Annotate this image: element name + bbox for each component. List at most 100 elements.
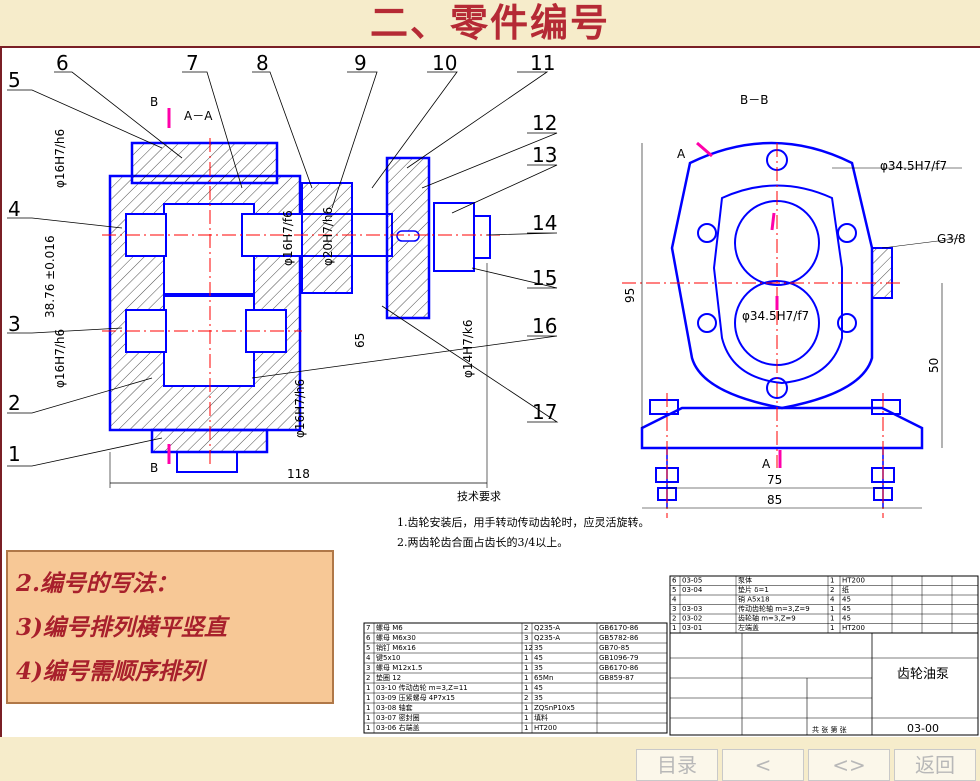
bom-left-cell: 1 [524, 664, 528, 672]
bom-left-cell: 3 [524, 634, 528, 642]
label-aa: A－A [184, 109, 213, 123]
title-block-name: 齿轮油泵 [897, 667, 949, 682]
balloon-9: 9 [354, 51, 367, 75]
bom-right-cell: HT200 [842, 577, 865, 585]
bom-right-cell: 销 A5x18 [738, 595, 770, 604]
dim-phi16-f6: φ16H7/f6 [281, 210, 295, 266]
bom-left-cell: 1 [524, 704, 528, 712]
label-a-bottom: A [762, 457, 771, 471]
dim-phi16-b: φ16H7/h6 [53, 329, 67, 388]
balloon-6: 6 [56, 51, 69, 75]
dim-38-76: 38.76 ±0.016 [43, 235, 57, 318]
bom-left-cell: 1 [524, 714, 528, 722]
bom-left-cell: 3 [366, 664, 370, 672]
bom-left-cell: 1 [366, 714, 370, 722]
bom-left-cell: 垫圈 12 [376, 673, 401, 682]
bom-left-cell: GB859-87 [599, 674, 634, 682]
title-block: 齿轮油泵 03-00 共 张 第 张 [669, 632, 979, 736]
balloon-15: 15 [532, 266, 557, 290]
note-line-2: 3)编号排列横平竖直 [16, 614, 227, 641]
dim-50: 50 [927, 358, 941, 373]
balloon-10: 10 [432, 51, 457, 75]
bom-right-cell: 1 [830, 605, 834, 613]
bom-left-cell: 2 [366, 674, 370, 682]
balloon-3: 3 [8, 312, 21, 336]
bom-left-cell: 35 [534, 644, 543, 652]
balloon-16: 16 [532, 314, 557, 338]
bom-left-cell: 35 [534, 694, 543, 702]
balloon-numbers: 1 2 3 4 5 6 7 8 9 10 11 12 13 14 15 16 1… [8, 51, 557, 466]
bom-left-cell: 4 [366, 654, 371, 662]
bom-left-cell: 填料 [534, 713, 548, 722]
balloon-11: 11 [530, 51, 555, 75]
assembly-drawing: 1 2 3 4 5 6 7 8 9 10 11 12 13 14 15 16 1… [7, 51, 979, 736]
bom-left-cell: 螺母 M6x30 [376, 633, 416, 642]
bom-left-cell: GB6170-86 [599, 624, 639, 632]
bom-left-cell: 45 [534, 684, 543, 692]
bom-left-cell: 65Mn [534, 674, 553, 682]
drawing-sheet: 1 2 3 4 5 6 7 8 9 10 11 12 13 14 15 16 1… [0, 46, 980, 781]
section-view-bb [622, 141, 963, 518]
bom-left-cell: 1 [524, 674, 528, 682]
bom-right-cell: 03-04 [682, 586, 703, 594]
bom-left-cell: 03-09 压紧螺母 4P7x15 [376, 693, 455, 702]
bom-left-cell: 45 [534, 654, 543, 662]
bom-right-cell: 纸 [842, 585, 849, 594]
balloon-4: 4 [8, 197, 21, 221]
dim-phi16-a: φ16H7/h6 [53, 129, 67, 188]
tech-req-title: 技术要求 [457, 490, 501, 503]
bom-right-cell: 1 [830, 624, 834, 632]
dim-phi34-mid: φ34.5H7/f7 [742, 309, 809, 323]
bom-right-cell: 3 [672, 605, 676, 613]
balloon-13: 13 [532, 143, 557, 167]
title-block-number: 03-00 [907, 722, 939, 735]
bom-left-cell: 35 [534, 664, 543, 672]
label-a-left: A [677, 147, 686, 161]
section-view-aa [102, 108, 502, 488]
bom-left-cell: 5 [366, 644, 370, 652]
balloon-17: 17 [532, 400, 557, 424]
bom-left-cell: 03-07 密封圈 [376, 713, 420, 722]
dim-118: 118 [287, 467, 310, 481]
dim-phi14: φ14H7/k6 [461, 320, 475, 378]
bom-right-cell: 03-05 [682, 577, 702, 585]
leader-lines [7, 71, 559, 467]
dim-phi20: φ20H7/h6 [321, 207, 335, 266]
bom-left-cell: 销钉 M6x16 [376, 643, 416, 652]
bom-left-cell: 1 [524, 724, 528, 732]
bom-left-cell: Q235-A [534, 624, 560, 632]
note-line-1: 2.编号的写法： [16, 570, 179, 597]
bom-right-cell: 6 [672, 577, 677, 585]
bom-left-cell: Q235-A [534, 634, 560, 642]
bom-right-cell: 传动齿轮轴 m=3,Z=9 [738, 604, 810, 613]
nav-prev-button[interactable]: < [722, 749, 804, 781]
bom-right-cell: 1 [830, 615, 834, 623]
bom-left-cell: 1 [524, 684, 528, 692]
bom-right-cell: 03-02 [682, 615, 702, 623]
bom-left-cell: 6 [366, 634, 371, 642]
label-bb: B－B [740, 93, 768, 107]
bom-left-cell: 1 [524, 654, 528, 662]
tech-req-1: 1.齿轮安装后，用手转动传动齿轮时，应灵活旋转。 [397, 515, 650, 529]
nav-contents-button[interactable]: 目录 [636, 749, 718, 781]
balloon-5: 5 [8, 68, 21, 92]
bom-left-cell: 2 [524, 624, 528, 632]
balloon-1: 1 [8, 442, 21, 466]
bom-right-cell: 1 [672, 624, 676, 632]
bom-right-cell: 齿轮轴 m=3,Z=9 [738, 614, 796, 623]
dim-85: 85 [767, 493, 782, 507]
page-title: 二、零件编号 [369, 0, 610, 45]
slide-nav-bar: 目录 < <> 返回 [636, 749, 976, 781]
bom-right-cell: 2 [672, 615, 676, 623]
bom-right-cell: 45 [842, 596, 851, 604]
balloon-14: 14 [532, 211, 557, 235]
balloon-12: 12 [532, 111, 557, 135]
nav-return-button[interactable]: 返回 [894, 749, 976, 781]
nav-next-button[interactable]: <> [808, 749, 890, 781]
dim-phi16-c: φ16H7/h6 [293, 379, 307, 438]
dim-75: 75 [767, 473, 782, 487]
bom-right-cell: 4 [672, 596, 677, 604]
bom-right-cell: 1 [830, 577, 834, 585]
